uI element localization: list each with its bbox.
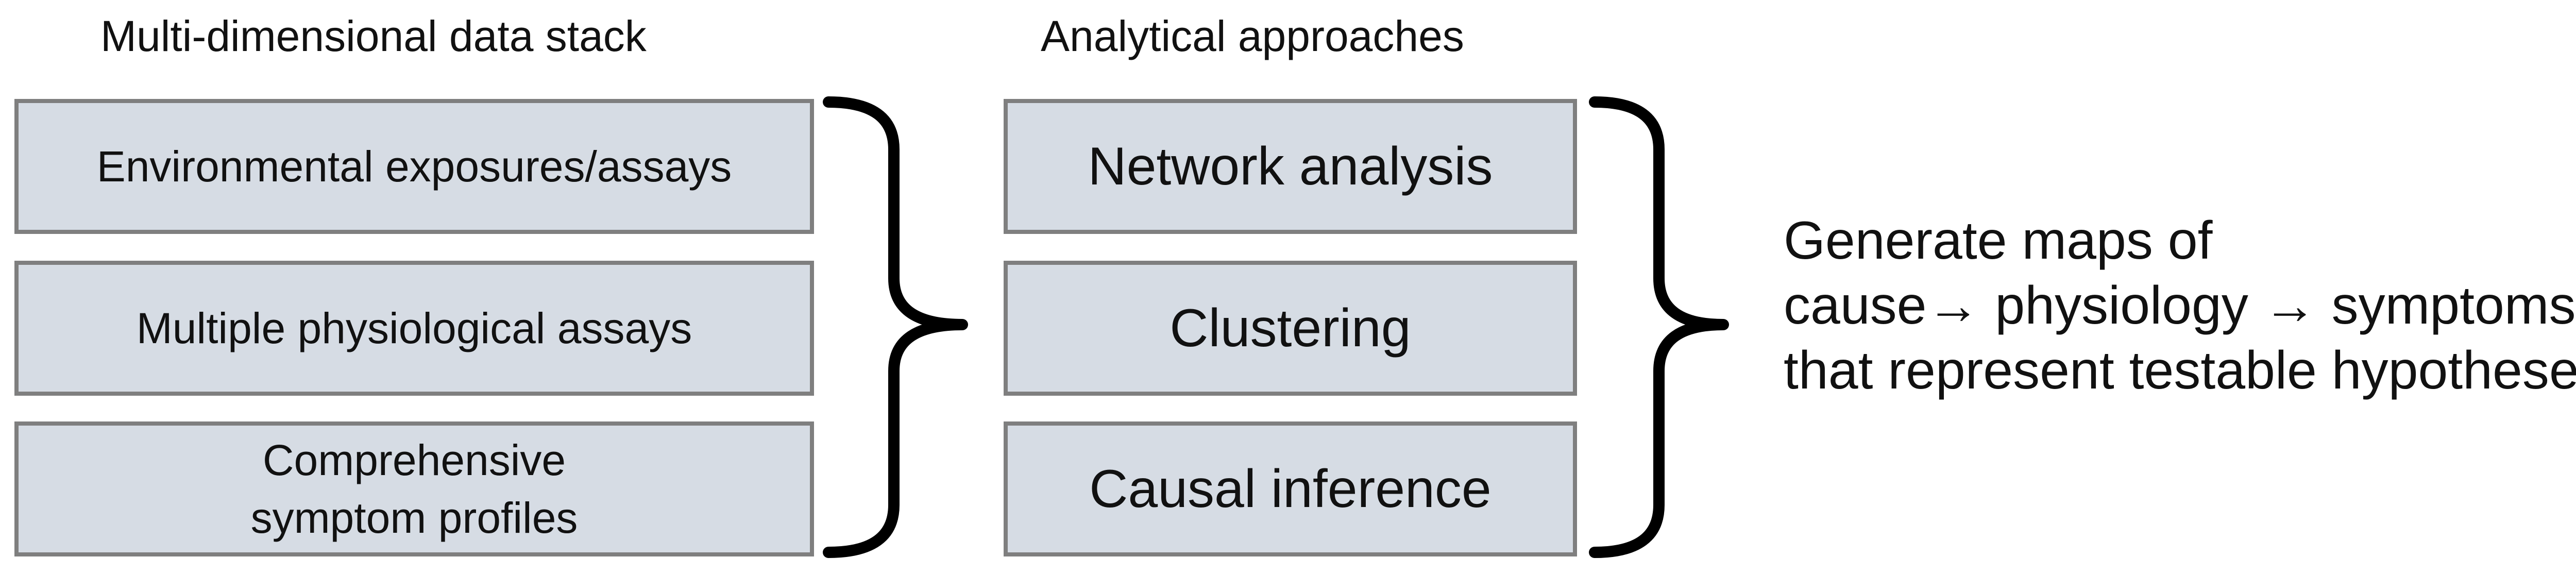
data-stack-box-label: Environmental exposures/assays — [96, 142, 732, 191]
result-line-2: cause→ physiology → symptoms — [1784, 276, 2576, 335]
data-stack-box-physiological: Multiple physiological assays — [14, 261, 814, 396]
approach-box-network: Network analysis — [1004, 99, 1577, 234]
data-stack-box-label: Multiple physiological assays — [136, 304, 692, 352]
approach-box-causal: Causal inference — [1004, 421, 1577, 556]
data-stack-box-environmental: Environmental exposures/assays — [14, 99, 814, 234]
data-stack-box-label: Comprehensive symptom profiles — [250, 436, 578, 542]
left-curly-brace — [823, 96, 968, 558]
approach-box-label: Network analysis — [1088, 137, 1493, 196]
result-line-1: Generate maps of — [1784, 211, 2213, 271]
result-line-3: that represent testable hypotheses — [1784, 341, 2576, 400]
data-stack-heading: Multi-dimensional data stack — [100, 12, 647, 60]
data-stack-box-symptoms: Comprehensive symptom profiles — [14, 421, 814, 556]
right-curly-brace — [1589, 96, 1729, 558]
approach-box-clustering: Clustering — [1004, 261, 1577, 396]
analytical-approaches-heading: Analytical approaches — [1041, 12, 1464, 60]
result-text: Generate maps of cause→ physiology → sym… — [1784, 208, 2576, 403]
approach-box-label: Causal inference — [1089, 459, 1492, 519]
approach-box-label: Clustering — [1170, 298, 1411, 358]
